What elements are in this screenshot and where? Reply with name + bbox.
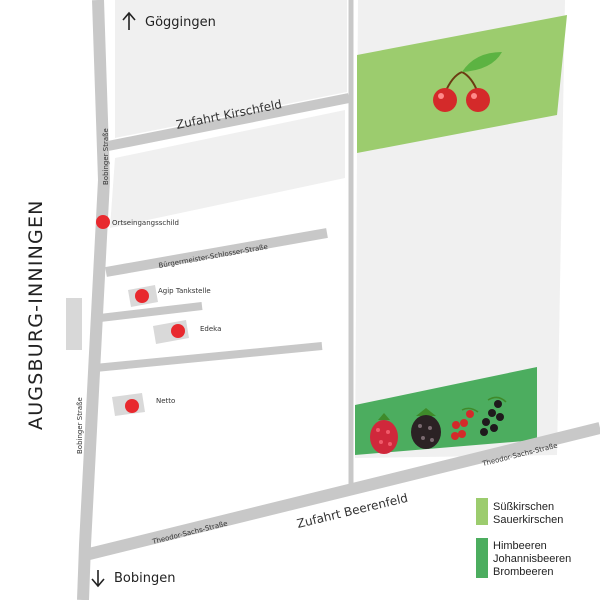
landmark-label-ortseingangsschild: Ortseingangsschild [112, 219, 179, 227]
landmark-label-edeka: Edeka [200, 325, 221, 333]
blackcurrant-icon [480, 396, 507, 436]
legend: Süßkirschen Sauerkirschen Himbeeren Joha… [476, 498, 571, 578]
town-label: AUGSBURG-INNINGEN [25, 199, 47, 430]
legend-swatch-berry [476, 538, 488, 578]
arrow-up-icon [122, 11, 136, 30]
location-dot-icon [96, 215, 110, 229]
legend-item-berry: Himbeeren Johannisbeeren Brombeeren [476, 538, 571, 578]
direction-label-north: Göggingen [145, 15, 216, 30]
road-side-1 [99, 302, 203, 322]
direction-south: Bobingen [91, 570, 175, 588]
road-zufahrt-kirschfeld [107, 93, 350, 151]
landmark-dots [96, 215, 185, 413]
location-dot-icon [125, 399, 139, 413]
legend-swatch-cherry [476, 498, 488, 525]
redcurrant-icon [451, 407, 479, 440]
legend-label-brombeeren: Brombeeren [493, 566, 554, 578]
legend-label-sauerkirschen: Sauerkirschen [493, 514, 563, 526]
legend-label-johannisbeeren: Johannisbeeren [493, 553, 571, 565]
raspberry-icon [370, 413, 398, 454]
street-label-bobinger-north: Bobinger Straße [102, 128, 110, 185]
berry-field [355, 367, 537, 455]
legend-label-himbeeren: Himbeeren [493, 540, 547, 552]
road-bobinger-strasse [77, 0, 111, 600]
legend-item-cherry: Süßkirschen Sauerkirschen [476, 498, 563, 526]
blackberry-icon [411, 408, 441, 449]
arrow-down-icon [91, 570, 105, 588]
direction-label-south: Bobingen [114, 571, 175, 586]
cherry-icon [433, 52, 502, 112]
road-side-2 [94, 342, 323, 372]
buildings [112, 285, 189, 416]
block-mid [110, 110, 345, 228]
location-dot-icon [135, 289, 149, 303]
direction-north: Göggingen [122, 11, 216, 30]
landmark-label-agip: Agip Tankstelle [158, 287, 211, 295]
block-left-rail [66, 298, 82, 350]
street-label-bobinger-south: Bobinger Straße [76, 397, 84, 454]
block-north [115, 0, 347, 138]
roads [77, 0, 600, 600]
road-buergermeister-schlosser [105, 228, 328, 277]
location-dot-icon [171, 324, 185, 338]
cherry-field [357, 15, 567, 153]
legend-label-suesskirschen: Süßkirschen [493, 501, 554, 513]
road-theodor-sachs-strasse [79, 422, 600, 562]
landmark-label-netto: Netto [156, 397, 175, 405]
